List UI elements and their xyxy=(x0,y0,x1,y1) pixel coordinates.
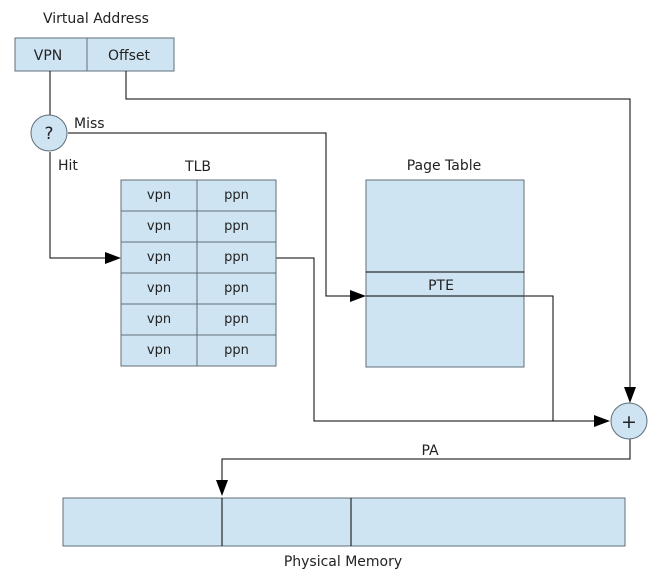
tlb-ppn-label: ppn xyxy=(224,281,249,296)
tlb-ppn-label: ppn xyxy=(224,188,249,203)
tlb-ppn-cell xyxy=(196,334,277,367)
adder-node: + xyxy=(610,402,648,440)
hit-path-line xyxy=(49,152,108,259)
vpn-field xyxy=(14,37,88,72)
tlb-ppn-label: ppn xyxy=(224,312,249,327)
tlb-row: vpn ppn xyxy=(120,303,277,336)
offset-arrowhead xyxy=(624,387,636,403)
tlb-vpn-cell xyxy=(120,272,198,305)
ppn-arrowhead xyxy=(594,415,610,427)
plus-icon: + xyxy=(621,411,637,433)
offset-label: Offset xyxy=(108,48,151,64)
tlb-ppn-cell xyxy=(196,179,277,212)
offset-path-line xyxy=(125,71,631,387)
page-table-box xyxy=(365,179,525,368)
tlb-ppn-path-line xyxy=(276,257,594,422)
tlb-row: vpn ppn xyxy=(120,210,277,243)
tlb-vpn-cell xyxy=(120,334,198,367)
tlb-ppn-cell xyxy=(196,241,277,274)
physical-memory xyxy=(62,497,626,547)
pte-label: PTE xyxy=(428,278,454,294)
connectors xyxy=(49,71,631,480)
hit-arrowhead xyxy=(105,252,121,264)
tlb-ppn-cell xyxy=(196,272,277,305)
tlb-check-circle xyxy=(30,114,68,152)
tlb-row: vpn ppn xyxy=(120,241,277,274)
tlb-row: vpn ppn xyxy=(120,272,277,305)
pa-label: PA xyxy=(421,443,439,459)
tlb-ppn-cell xyxy=(196,303,277,336)
vpn-label: VPN xyxy=(34,48,63,64)
tlb-vpn-label: vpn xyxy=(147,281,171,296)
virtual-address-register: VPN Offset xyxy=(14,37,175,72)
tlb-ppn-label: ppn xyxy=(224,250,249,265)
miss-label: Miss xyxy=(74,116,105,132)
page-table: PTE xyxy=(365,179,525,368)
tlb-vpn-cell xyxy=(120,179,198,212)
virtual-address-title: Virtual Address xyxy=(43,11,149,27)
tlb-title: TLB xyxy=(184,159,211,175)
tlb-table: vpn ppn vpn ppn vpn ppn vpn ppn vpn ppn vpn ppn xyxy=(120,179,277,367)
tlb-ppn-label: ppn xyxy=(224,343,249,358)
tlb-row: vpn ppn xyxy=(120,334,277,367)
tlb-vpn-label: vpn xyxy=(147,250,171,265)
tlb-vpn-label: vpn xyxy=(147,312,171,327)
hit-label: Hit xyxy=(58,158,78,174)
miss-arrowhead xyxy=(350,290,366,302)
physical-memory-title: Physical Memory xyxy=(284,554,402,570)
physical-memory-box xyxy=(62,497,626,547)
adder-circle xyxy=(610,402,648,440)
arrowheads xyxy=(105,252,636,496)
tlb-check-node: ? xyxy=(30,114,68,152)
tlb-ppn-label: ppn xyxy=(224,219,249,234)
tlb-vpn-cell xyxy=(120,303,198,336)
page-table-title: Page Table xyxy=(407,158,482,174)
pa-path-line xyxy=(221,439,631,480)
pte-path-line xyxy=(524,295,554,421)
tlb-vpn-label: vpn xyxy=(147,219,171,234)
miss-path-line xyxy=(68,132,350,297)
question-mark-icon: ? xyxy=(44,124,53,144)
tlb-row: vpn ppn xyxy=(120,179,277,212)
tlb-vpn-label: vpn xyxy=(147,343,171,358)
offset-field xyxy=(86,37,175,72)
pa-arrowhead xyxy=(216,480,228,496)
tlb-vpn-label: vpn xyxy=(147,188,171,203)
